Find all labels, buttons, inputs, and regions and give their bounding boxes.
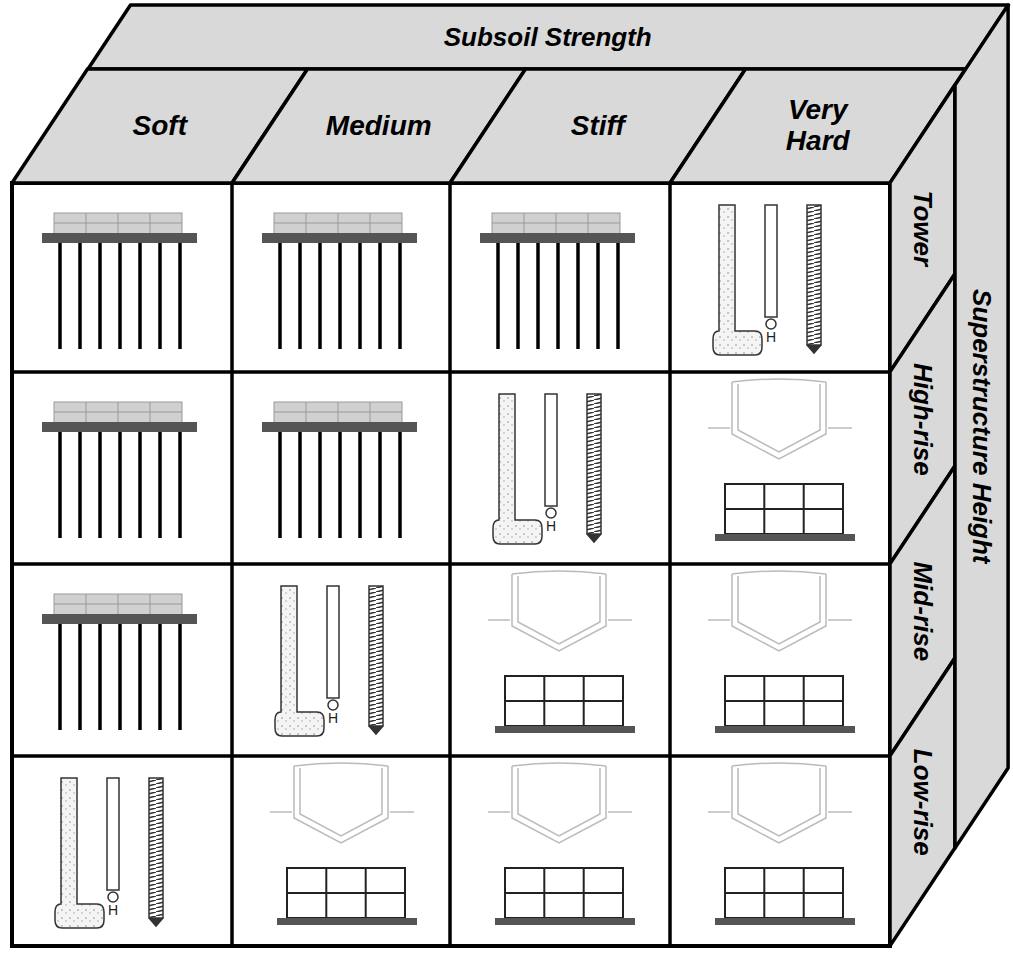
row-header: Low-rise — [890, 658, 955, 946]
pile-types-symbol — [713, 205, 821, 355]
row-label: Superstructure Height — [967, 289, 996, 564]
pile-group-symbol — [262, 213, 417, 349]
header-label: Stiff — [571, 111, 625, 142]
header-label: Soft — [133, 111, 187, 142]
row-label: Low-rise — [908, 749, 937, 856]
row-label: Tower — [908, 191, 937, 267]
header-shape — [88, 5, 1008, 69]
pile-group-symbol — [480, 213, 635, 349]
row-label: Mid-rise — [908, 561, 937, 661]
pile-letter: H — [93, 903, 133, 917]
pile-types-symbol — [275, 586, 383, 736]
pile-group-symbol — [262, 402, 417, 538]
pile-letter: H — [751, 330, 791, 344]
header-shape — [955, 5, 1008, 848]
header-label: Subsoil Strength — [444, 23, 652, 52]
pile-letter: H — [313, 711, 353, 725]
pile-types-symbol — [55, 778, 163, 928]
front-face — [12, 183, 890, 946]
raft-basement-symbol — [270, 763, 417, 925]
pile-group-symbol — [42, 402, 197, 538]
pile-types-symbol — [493, 394, 601, 544]
header-shape — [890, 658, 955, 946]
pile-group-symbol — [42, 213, 197, 349]
header-label: Medium — [326, 111, 432, 142]
axis-band: Superstructure Height — [955, 5, 1008, 848]
axis-band: Subsoil Strength — [88, 5, 1008, 69]
grid-lines — [12, 183, 890, 946]
front-border — [12, 183, 890, 946]
raft-basement-symbol — [488, 763, 635, 925]
pile-group-symbol — [42, 594, 197, 730]
raft-basement-symbol — [708, 571, 855, 733]
raft-basement-symbol — [708, 763, 855, 925]
header-label: Very Hard — [753, 95, 883, 157]
raft-basement-symbol — [708, 379, 855, 541]
row-label: High-rise — [908, 363, 937, 476]
pile-letter: H — [531, 519, 571, 533]
raft-basement-symbol — [488, 571, 635, 733]
